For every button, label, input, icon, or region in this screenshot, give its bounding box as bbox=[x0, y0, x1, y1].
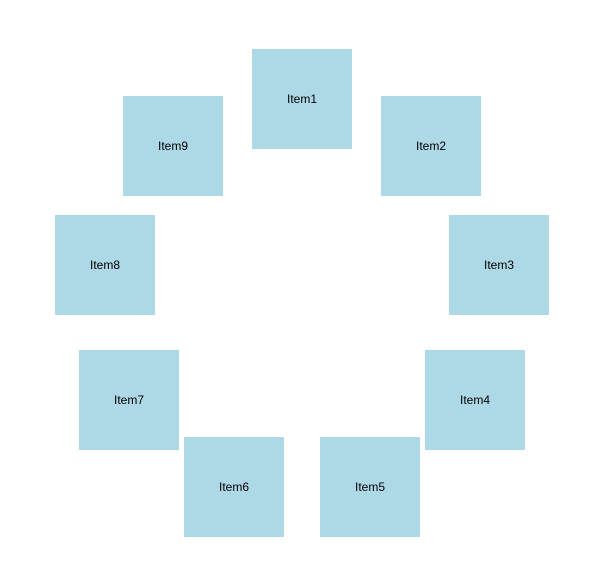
circle-item-label: Item3 bbox=[483, 258, 514, 272]
circle-item-label: Item1 bbox=[286, 92, 317, 106]
circle-item-label: Item4 bbox=[459, 393, 490, 407]
circle-item-7[interactable]: Item7 bbox=[79, 350, 179, 450]
circle-item-2[interactable]: Item2 bbox=[381, 96, 481, 196]
circle-item-5[interactable]: Item5 bbox=[320, 437, 420, 537]
circle-item-1[interactable]: Item1 bbox=[252, 49, 352, 149]
circle-item-label: Item2 bbox=[415, 139, 446, 153]
circle-item-label: Item8 bbox=[89, 258, 120, 272]
circle-item-label: Item5 bbox=[354, 480, 385, 494]
circle-item-9[interactable]: Item9 bbox=[123, 96, 223, 196]
circle-item-label: Item7 bbox=[113, 393, 144, 407]
circle-item-label: Item9 bbox=[157, 139, 188, 153]
circle-item-3[interactable]: Item3 bbox=[449, 215, 549, 315]
circle-item-label: Item6 bbox=[218, 480, 249, 494]
circle-item-4[interactable]: Item4 bbox=[425, 350, 525, 450]
circle-item-8[interactable]: Item8 bbox=[55, 215, 155, 315]
circle-item-6[interactable]: Item6 bbox=[184, 437, 284, 537]
